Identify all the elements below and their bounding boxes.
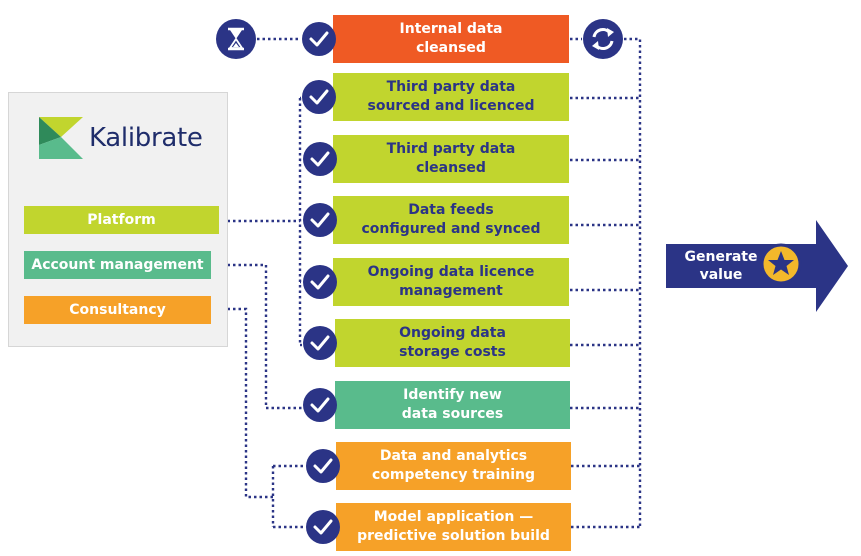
kalibrate-logo-mark-icon bbox=[39, 117, 83, 159]
checkmark-icon bbox=[302, 80, 336, 114]
step-box: Identify new data sources bbox=[335, 381, 570, 429]
generate-value-arrow bbox=[666, 220, 848, 312]
star-icon bbox=[760, 243, 802, 285]
kalibrate-logo: Kalibrate bbox=[39, 115, 203, 161]
service-platform: Platform bbox=[24, 206, 219, 234]
step-box: Data and analytics competency training bbox=[336, 442, 571, 490]
connector-segment bbox=[211, 263, 302, 410]
checkmark-icon bbox=[306, 449, 340, 483]
connector-segment bbox=[211, 307, 273, 499]
refresh-icon bbox=[583, 19, 623, 59]
checkmark-icon bbox=[303, 388, 337, 422]
step-box: Ongoing data storage costs bbox=[335, 319, 570, 367]
step-box: Model application — predictive solution … bbox=[336, 503, 571, 551]
step-box: Ongoing data licence management bbox=[333, 258, 569, 306]
step-box: Third party data cleansed bbox=[333, 135, 569, 183]
service-consultancy: Consultancy bbox=[24, 296, 211, 324]
step-box: Internal data cleansed bbox=[333, 15, 569, 63]
brand-name: Kalibrate bbox=[89, 123, 203, 153]
checkmark-icon bbox=[303, 326, 337, 360]
step-box: Data feeds configured and synced bbox=[333, 196, 569, 244]
step-box: Third party data sourced and licenced bbox=[333, 73, 569, 121]
generate-value-label: Generate value bbox=[684, 249, 758, 283]
checkmark-icon bbox=[302, 22, 336, 56]
hourglass-icon bbox=[216, 19, 256, 59]
service-account-management: Account management bbox=[24, 251, 211, 279]
checkmark-icon bbox=[303, 203, 337, 237]
checkmark-icon bbox=[306, 510, 340, 544]
checkmark-icon bbox=[303, 142, 337, 176]
connector-segment bbox=[624, 37, 642, 527]
checkmark-icon bbox=[303, 265, 337, 299]
